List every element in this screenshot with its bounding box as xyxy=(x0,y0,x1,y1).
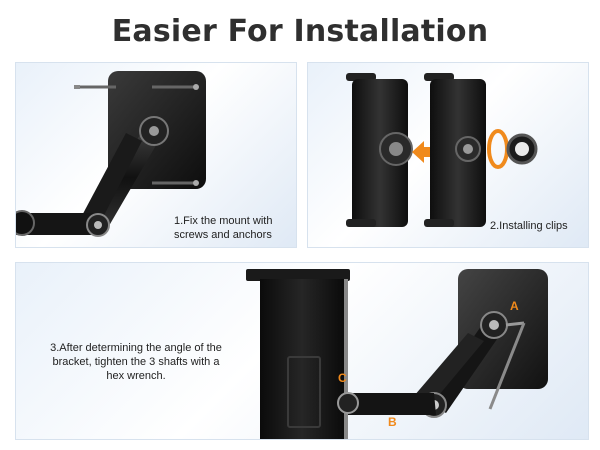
wall-mount-illustration xyxy=(16,71,206,237)
page-title: Easier For Installation xyxy=(111,14,489,49)
step-2-caption: 2.Installing clips xyxy=(490,220,568,232)
step-3-caption: 3.After determining the angle of the bra… xyxy=(50,342,222,382)
bracket-adjustment-illustration xyxy=(246,269,548,439)
shaft-label-b: B xyxy=(388,415,397,429)
step-3-panel: A B C 3.After determining the angle of t… xyxy=(15,262,589,440)
arrow-left-icon xyxy=(412,141,436,163)
screw-icon xyxy=(152,180,199,186)
shaft-label-c: C xyxy=(338,371,347,385)
screw-icon xyxy=(74,85,116,89)
shaft-label-a: A xyxy=(510,299,519,313)
step-2-panel: 2.Installing clips xyxy=(307,62,589,248)
step-1-caption: 1.Fix the mount with screws and anchors xyxy=(174,215,273,241)
rotate-icon xyxy=(487,129,509,169)
step-1-panel: 1.Fix the mount with screws and anchors xyxy=(15,62,297,248)
screw-icon xyxy=(152,84,199,90)
clip-illustration xyxy=(346,73,538,227)
hex-wrench-icon xyxy=(488,321,526,410)
